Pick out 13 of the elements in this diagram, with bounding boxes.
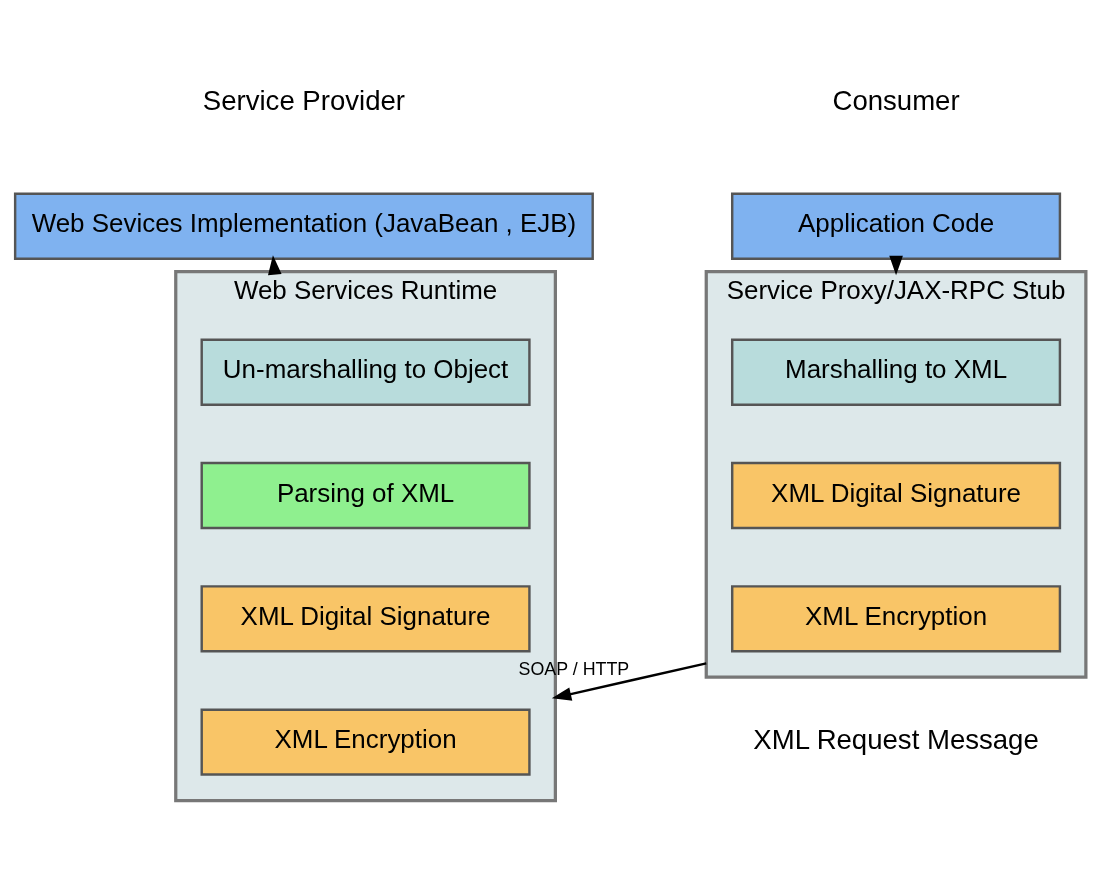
arrow (551, 662, 707, 701)
node-box: XML Digital Signature (200, 585, 531, 653)
node-box: Parsing of XML (200, 461, 531, 530)
node-box: XML Digital Signature (731, 461, 1062, 530)
node-box: Un-marshalling to Object (200, 338, 531, 406)
label: Service Provider (202, 84, 406, 116)
node-box: Marshalling to XML (731, 338, 1062, 406)
node-box: XML Encryption (731, 585, 1062, 653)
label: Consumer (832, 84, 960, 116)
node-box: Web Sevices Implementation (JavaBean , EJB) (13, 192, 594, 260)
arrow (267, 255, 282, 276)
label: XML Request Message (753, 723, 1039, 755)
node-box: XML Encryption (200, 708, 531, 776)
